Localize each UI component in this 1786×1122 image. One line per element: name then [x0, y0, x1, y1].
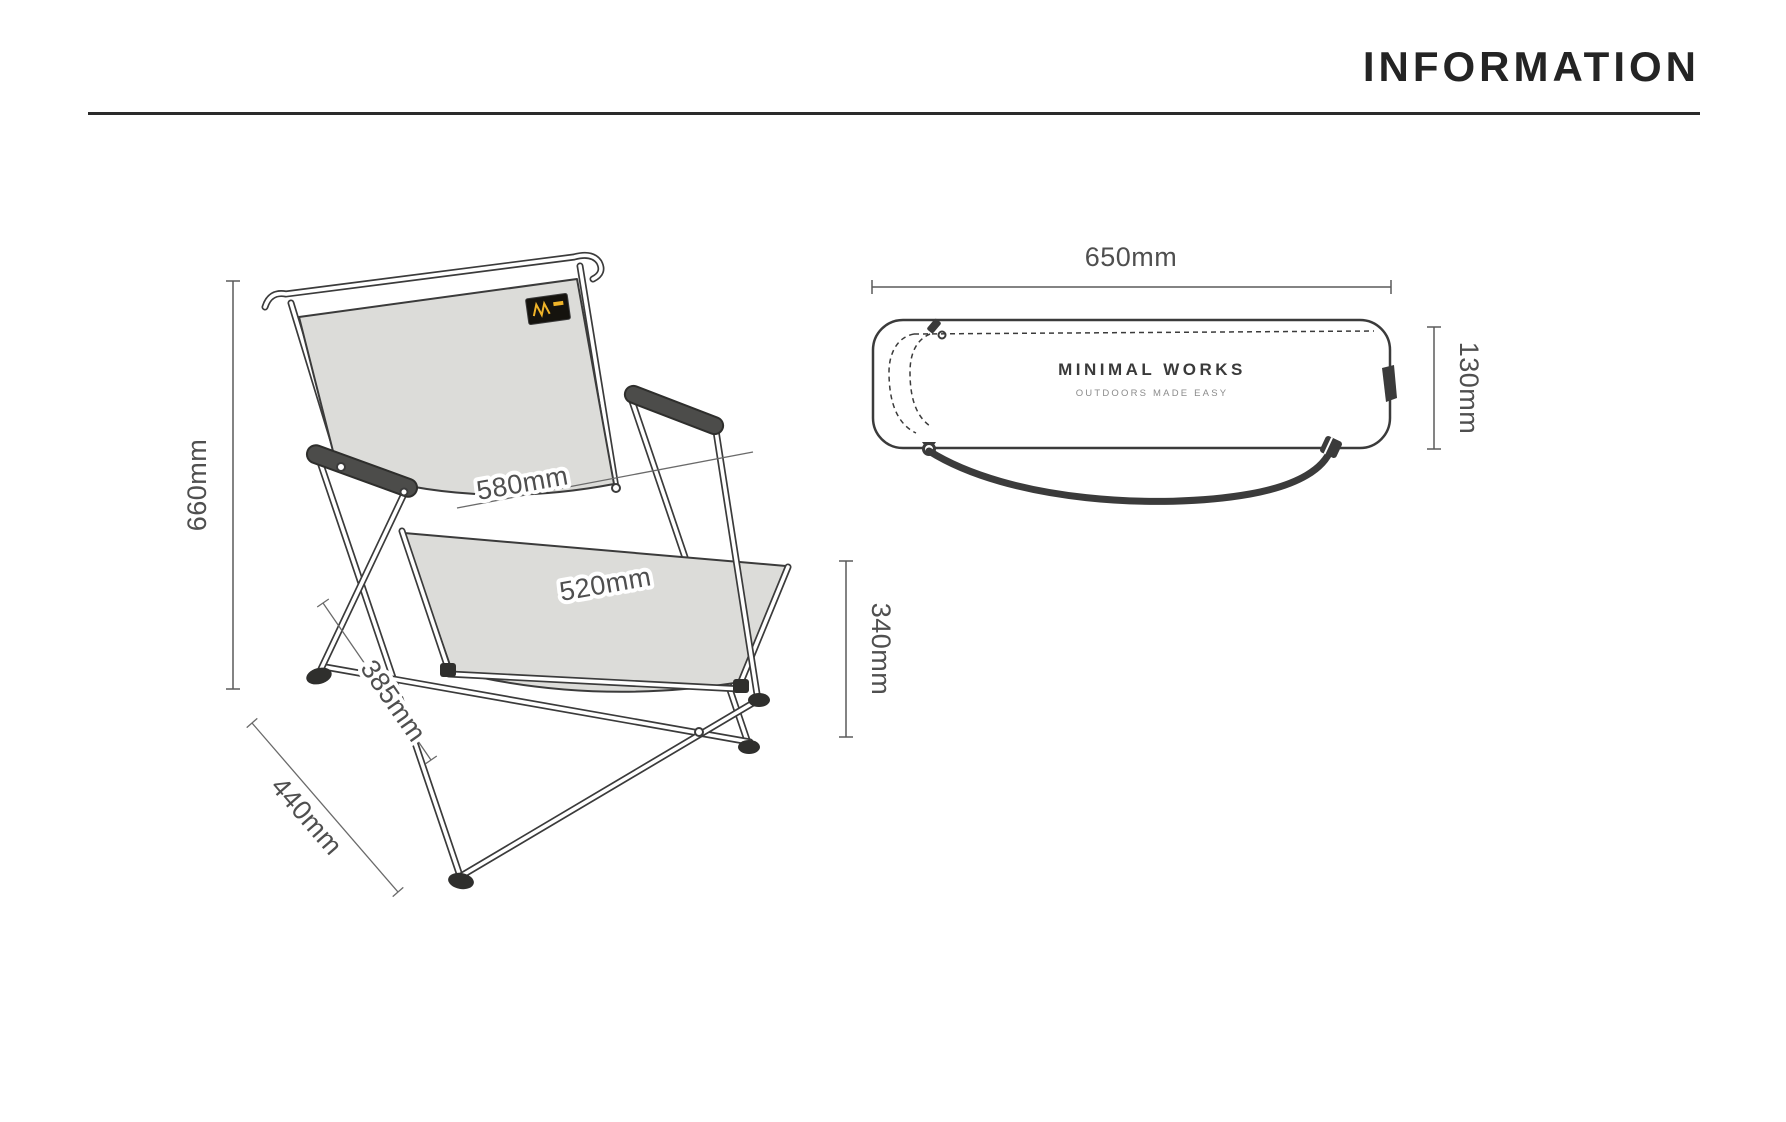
chair-feet — [306, 667, 770, 890]
bag-illustration: 650mm MINIMAL WORKS OUTDOORS MADE EASY — [871, 242, 1484, 505]
header-divider — [88, 112, 1700, 115]
pivot-bolts — [336, 462, 704, 737]
dim-bag-height: 130mm — [1454, 342, 1484, 435]
strap-buckle — [1320, 436, 1342, 458]
seat-fabric — [403, 532, 787, 693]
right-armrest — [623, 384, 725, 436]
dim-bag-length: 650mm — [1085, 242, 1178, 272]
zipper-pull-icon — [927, 318, 947, 340]
dim-base-depth: 440mm — [265, 771, 348, 861]
strap-tab — [1382, 365, 1397, 402]
bag-tagline-text: OUTDOORS MADE EASY — [1076, 388, 1229, 399]
page-title: INFORMATION — [1362, 43, 1700, 90]
brand-patch-icon — [525, 292, 571, 326]
dim-height: 660mm — [182, 439, 212, 532]
dim-seat-height: 340mm — [866, 603, 896, 696]
chair-seat-frame — [402, 531, 788, 693]
bag-body — [871, 318, 1392, 450]
bag-brand-text: MINIMAL WORKS — [1058, 360, 1246, 379]
zipper-line — [888, 330, 1375, 434]
left-armrest — [305, 444, 419, 498]
shoulder-strap — [922, 436, 1342, 505]
chair-illustration — [265, 255, 788, 890]
